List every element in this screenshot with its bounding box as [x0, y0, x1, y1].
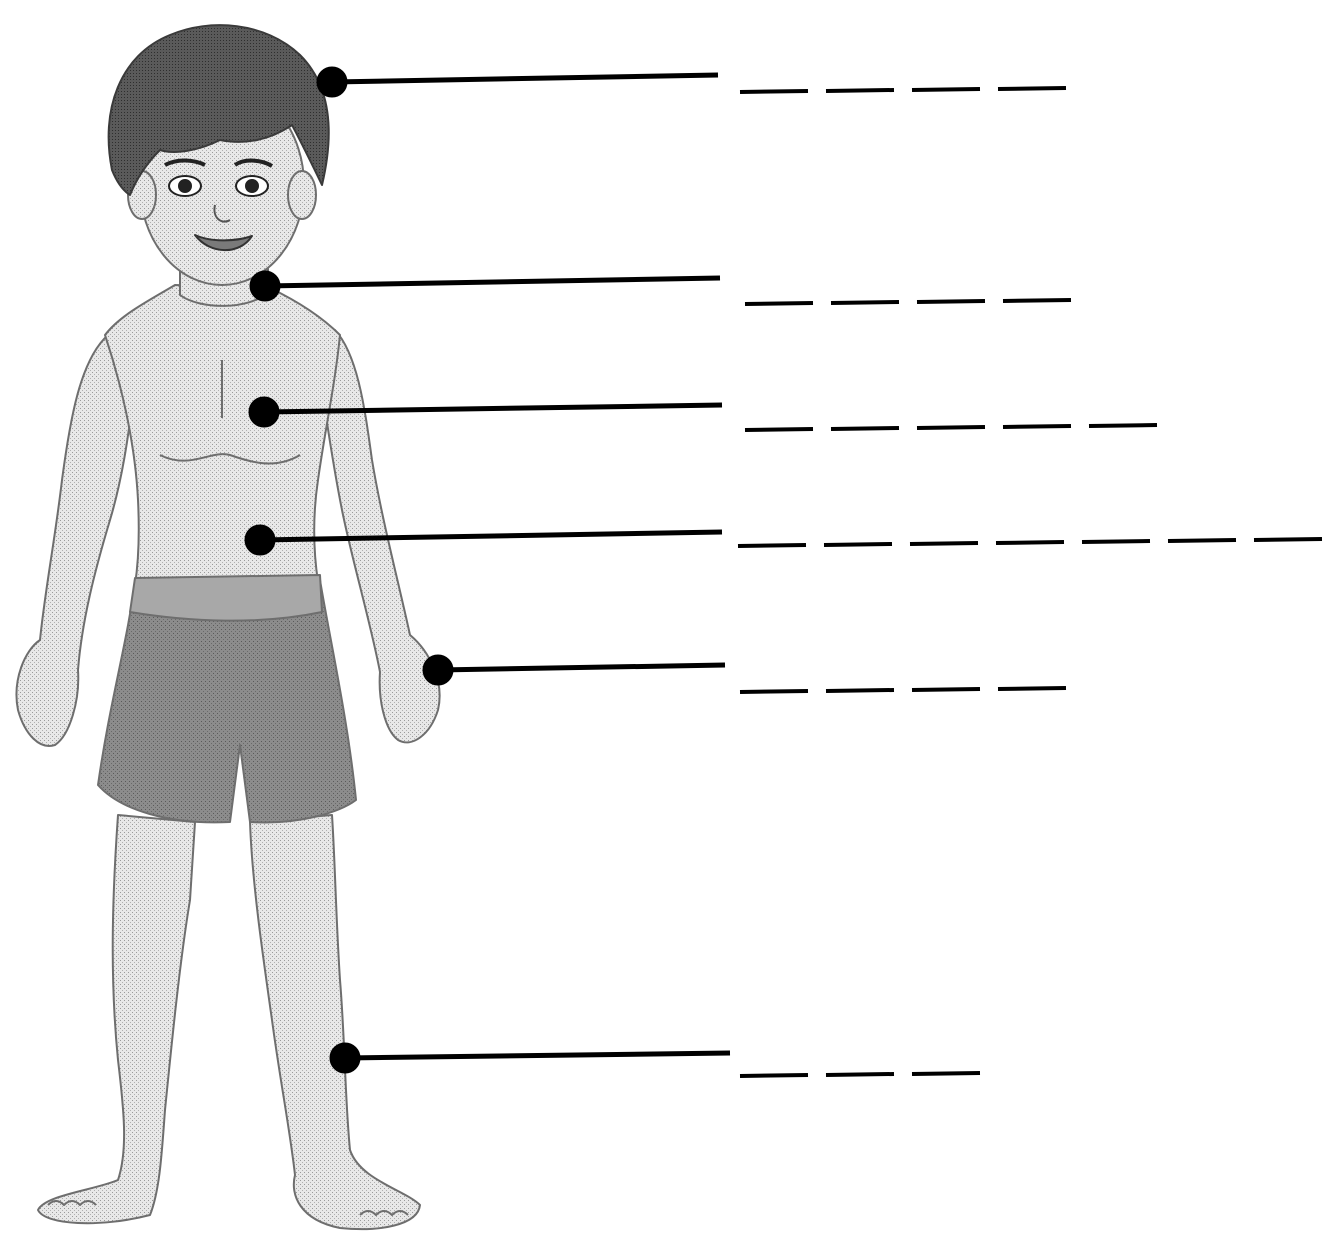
letter-dash [1003, 300, 1071, 301]
letter-dash [831, 428, 899, 429]
letter-dash [910, 543, 978, 544]
letter-dash [745, 303, 813, 304]
left-leg [38, 815, 195, 1223]
letter-dash [1082, 541, 1150, 542]
letter-dash [996, 542, 1064, 543]
answer-blanks [738, 88, 1322, 1076]
letter-dash [826, 90, 894, 91]
letter-dash [912, 89, 980, 90]
answer-blank-chest[interactable] [745, 425, 1157, 430]
letter-dash [998, 688, 1066, 689]
letter-dash [740, 691, 808, 692]
boy-figure [17, 25, 440, 1229]
letter-dash [1168, 540, 1236, 541]
pointer-hand [425, 657, 725, 683]
letter-dash [826, 1074, 894, 1075]
answer-blank-hair[interactable] [740, 88, 1066, 92]
answer-blank-neck[interactable] [745, 300, 1071, 304]
letter-dash [998, 88, 1066, 89]
answer-blank-hand[interactable] [740, 688, 1066, 692]
pointer-leg [332, 1045, 730, 1071]
letter-dash [1254, 539, 1322, 540]
letter-dash [824, 544, 892, 545]
letter-dash [826, 690, 894, 691]
pointer-neck [252, 273, 720, 299]
letter-dash [912, 689, 980, 690]
letter-dash [740, 1075, 808, 1076]
letter-dash [831, 302, 899, 303]
pointer-stomach [247, 527, 722, 553]
right-ear [288, 171, 316, 219]
letter-dash [1089, 425, 1157, 426]
answer-blank-leg[interactable] [740, 1073, 980, 1076]
answer-blank-stomach[interactable] [738, 539, 1322, 546]
letter-dash [745, 429, 813, 430]
shorts-waistband [130, 575, 322, 621]
letter-dash [1003, 426, 1071, 427]
letter-dash [917, 301, 985, 302]
letter-dash [738, 545, 806, 546]
letter-dash [912, 1073, 980, 1074]
letter-dash [740, 91, 808, 92]
right-leg [250, 815, 420, 1229]
pointer-hair [319, 69, 718, 95]
letter-dash [917, 427, 985, 428]
